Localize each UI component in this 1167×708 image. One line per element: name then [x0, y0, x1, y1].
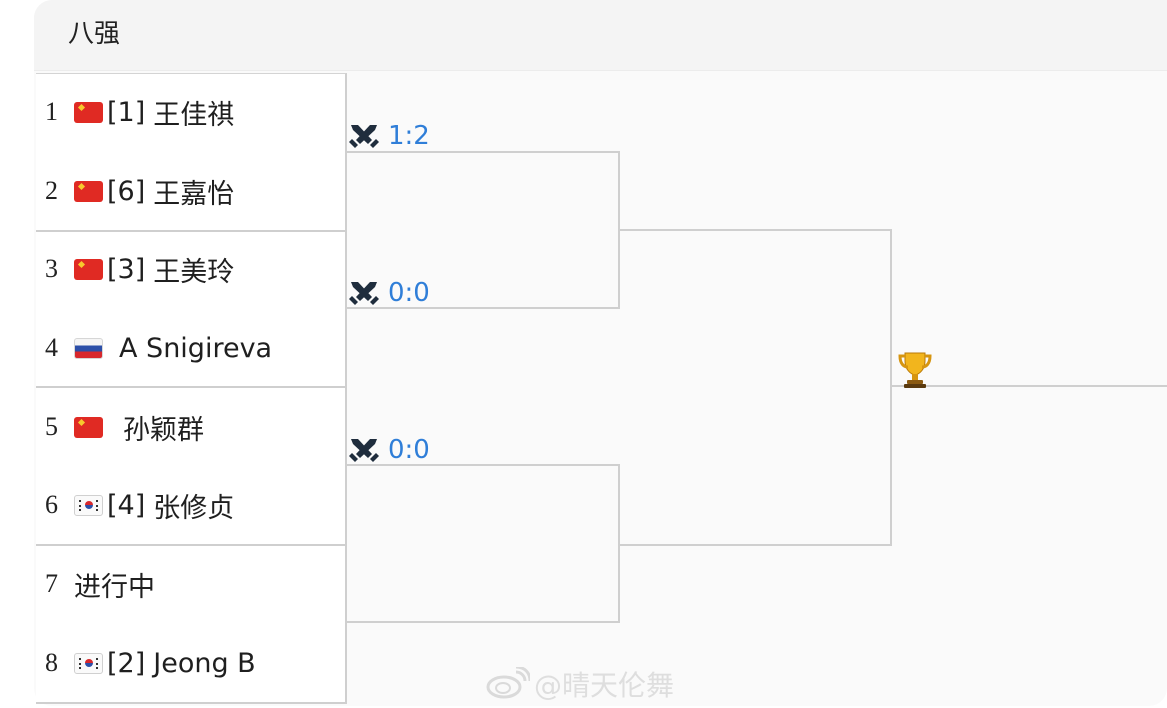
player-seed: [2] — [107, 647, 146, 679]
china-flag-icon — [74, 416, 103, 438]
match-score-1[interactable]: 1:2 — [348, 120, 430, 152]
player-row-2[interactable]: 2 [6] 王嘉怡 — [45, 170, 234, 212]
player-seed: [6] — [107, 175, 146, 207]
player-name: 孙颖群 — [123, 414, 204, 446]
player-name: Jeong B — [153, 647, 256, 679]
player-row-1[interactable]: 1 [1] 王佳祺 — [45, 91, 234, 133]
score-text: 0:0 — [388, 435, 430, 465]
player-name: 王美玲 — [153, 256, 235, 288]
china-flag-icon — [74, 258, 103, 280]
player-seed: [4] — [107, 489, 146, 521]
player-row-5[interactable]: 5 孙颖群 — [45, 406, 204, 448]
weibo-watermark: @晴天伦舞 — [486, 664, 674, 704]
player-row-4[interactable]: 4 A Snigireva — [45, 327, 272, 369]
slot-number: 2 — [45, 176, 58, 205]
slot-number: 1 — [45, 97, 58, 126]
slot-number: 7 — [45, 569, 58, 598]
players-panel — [36, 73, 347, 704]
player-row-3[interactable]: 3 [3] 王美玲 — [45, 248, 234, 290]
trophy-icon — [898, 352, 932, 388]
player-row-6[interactable]: 6 [4] 张修贞 — [45, 484, 234, 526]
slot-number: 5 — [45, 412, 58, 441]
korea-flag-icon — [74, 494, 103, 516]
stage-title: 八强 — [68, 19, 121, 49]
slot-number: 6 — [45, 490, 58, 519]
korea-flag-icon — [74, 652, 103, 674]
slot-number: 4 — [45, 333, 58, 362]
stage-header — [34, 0, 1167, 70]
player-seed: [3] — [107, 253, 146, 285]
swords-icon — [349, 125, 379, 148]
swords-icon — [349, 282, 379, 305]
group-separator — [36, 230, 345, 232]
match-score-2[interactable]: 0:0 — [348, 277, 430, 309]
player-row-8[interactable]: 8 [2] Jeong B — [45, 642, 256, 684]
china-flag-icon — [74, 101, 103, 123]
watermark-text: @晴天伦舞 — [534, 669, 675, 702]
player-name: 王佳祺 — [153, 99, 235, 131]
group-separator — [36, 386, 345, 388]
score-text: 0:0 — [388, 278, 430, 308]
player-name: 张修贞 — [153, 492, 235, 524]
group-separator — [36, 544, 345, 546]
slot-number: 8 — [45, 648, 58, 677]
player-name: 王嘉怡 — [153, 178, 235, 210]
player-row-7[interactable]: 7 进行中 — [45, 563, 155, 605]
score-text: 1:2 — [388, 121, 430, 151]
swords-icon — [349, 439, 379, 462]
player-seed: [1] — [107, 96, 146, 128]
russia-flag-icon — [74, 337, 103, 359]
match-score-3[interactable]: 0:0 — [348, 434, 430, 466]
weibo-icon — [486, 667, 530, 699]
player-name: A Snigireva — [119, 332, 273, 364]
china-flag-icon — [74, 180, 103, 202]
slot-number: 3 — [45, 254, 58, 283]
player-name: 进行中 — [74, 571, 155, 603]
